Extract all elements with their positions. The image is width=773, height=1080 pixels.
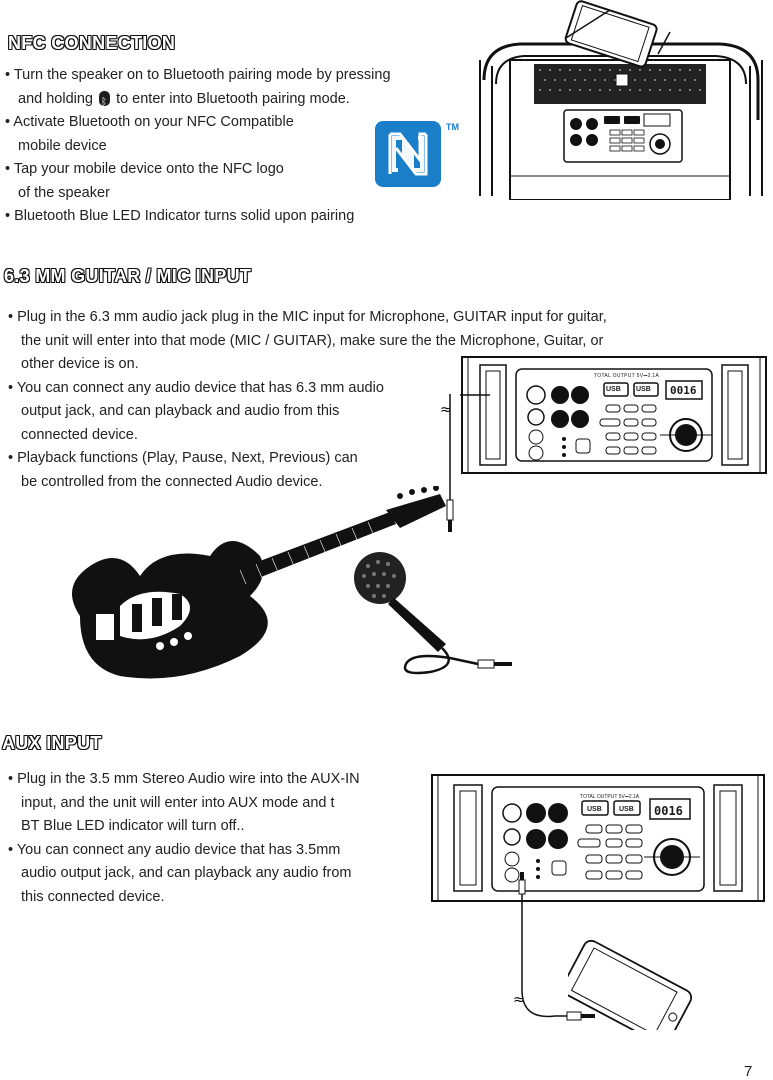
aux-instructions: • Plug in the 3.5 mm Stereo Audio wire i… <box>8 768 428 909</box>
panel-2-usb-port-1: USB <box>587 806 602 813</box>
nfc-bullet-3-line-1: • Tap your mobile device onto the NFC lo… <box>5 161 284 177</box>
svg-text:≈: ≈ <box>513 992 525 1008</box>
nfc-bullet-1-line-2: and holding to enter into Bluetooth pair… <box>5 88 465 114</box>
speaker-control-panel-1 <box>460 355 768 475</box>
panel-2-display: 0016 <box>654 804 683 818</box>
panel-2-usb-port-2: USB <box>619 806 634 813</box>
guitar-line-4: • You can connect any audio device that … <box>8 379 384 396</box>
aux-line-4: • You can connect any audio device that … <box>8 841 341 858</box>
guitar-line-2: the unit will enter into that mode (MIC … <box>21 332 604 349</box>
nfc-bullet-1-text-a: and holding <box>18 90 93 107</box>
nfc-bullet-1-line-1: • Turn the speaker on to Bluetooth pairi… <box>5 67 391 83</box>
aux-line-6: this connected device. <box>21 888 165 905</box>
nfc-bullet-3-line-2: of the speaker <box>18 184 110 201</box>
guitar-line-3: other device is on. <box>21 356 139 372</box>
aux-line-1: • Plug in the 3.5 mm Stereo Audio wire i… <box>8 771 360 787</box>
nfc-bullet-4: • Bluetooth Blue LED Indicator turns sol… <box>5 208 355 224</box>
aux-line-5: audio output jack, and can playback any … <box>21 865 352 881</box>
panel-1-total-output-label: TOTAL OUTPUT 5V⎓2.1A <box>594 373 660 379</box>
aux-line-3: BT Blue LED indicator will turn off.. <box>21 818 245 834</box>
speaker-control-panel-2 <box>430 773 766 903</box>
microphone-illustration <box>350 546 520 686</box>
nfc-section-title: NFC CONNECTION <box>8 33 176 53</box>
bluetooth-icon <box>99 90 111 114</box>
speaker-illustration <box>470 0 770 201</box>
smartphone-illustration <box>561 930 728 1046</box>
guitar-illustration <box>60 485 450 686</box>
guitar-jack-cable: ≈ <box>440 390 480 540</box>
guitar-instructions: • Plug in the 6.3 mm audio jack plug in … <box>8 306 728 494</box>
panel-1-display: 0016 <box>670 384 697 397</box>
nfc-tm-mark: TM <box>446 122 459 132</box>
aux-line-2: input, and the unit will enter into AUX … <box>21 794 335 811</box>
nfc-bullet-2-line-2: mobile device <box>18 137 107 154</box>
nfc-logo-icon <box>374 120 442 188</box>
guitar-line-7: • Playback functions (Play, Pause, Next,… <box>8 450 358 466</box>
aux-cable: ≈ <box>505 870 605 1030</box>
nfc-bullet-1-text-b: to enter into Bluetooth pairing mode. <box>116 90 350 107</box>
guitar-line-8: be controlled from the connected Audio d… <box>21 473 323 490</box>
guitar-line-5: output jack, and can playback and audio … <box>21 403 340 419</box>
panel-2-total-output-label: TOTAL OUTPUT 5V⎓2.1A <box>580 794 640 800</box>
guitar-line-1: • Plug in the 6.3 mm audio jack plug in … <box>8 309 607 325</box>
nfc-instructions: • Turn the speaker on to Bluetooth pairi… <box>5 64 465 229</box>
guitar-line-6: connected device. <box>21 426 138 443</box>
page-number: 7 <box>744 1063 753 1080</box>
panel-1-usb-port-1: USB <box>606 386 621 393</box>
svg-text:≈: ≈ <box>440 402 452 418</box>
aux-section-title: AUX INPUT <box>2 733 102 753</box>
panel-1-usb-port-2: USB <box>636 386 651 393</box>
nfc-bullet-2-line-1: • Activate Bluetooth on your NFC Compati… <box>5 114 294 130</box>
guitar-section-title: 6.3 MM GUITAR / MIC INPUT <box>4 266 252 286</box>
